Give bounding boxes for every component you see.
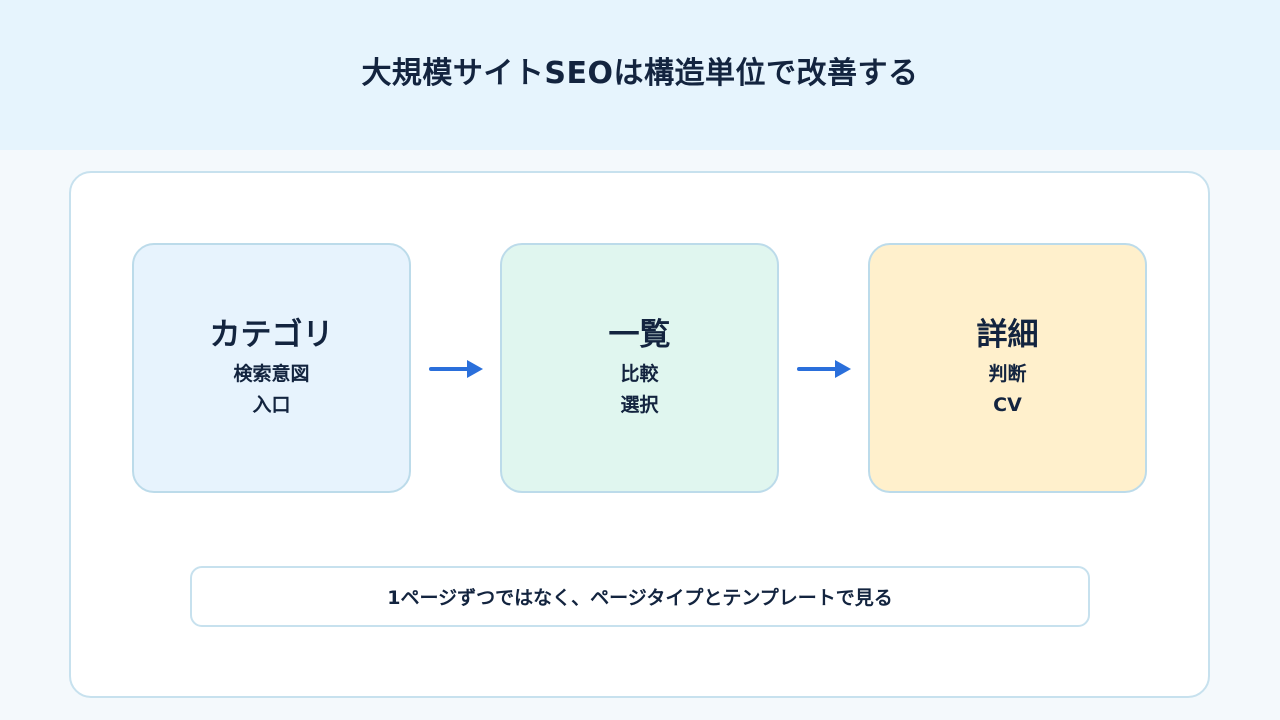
step-card-list: 一覧 比較 選択 (500, 243, 779, 493)
step-line: CV (993, 394, 1022, 416)
step-line: 選択 (620, 394, 659, 416)
summary-note: 1ページずつではなく、ページタイプとテンプレートで見る (190, 566, 1090, 627)
arrow-right-icon (429, 359, 485, 379)
step-line: 検索意図 (233, 363, 310, 385)
step-title: カテゴリ (209, 317, 334, 353)
step-title: 一覧 (608, 317, 671, 353)
step-card-category: カテゴリ 検索意図 入口 (132, 243, 411, 493)
summary-note-text: 1ページずつではなく、ページタイプとテンプレートで見る (387, 587, 893, 609)
step-card-detail: 詳細 判断 CV (868, 243, 1147, 493)
step-line: 比較 (620, 363, 659, 385)
arrow-right-icon (797, 359, 853, 379)
step-line: 入口 (252, 394, 291, 416)
step-line: 判断 (988, 363, 1027, 385)
header-band: 大規模サイトSEOは構造単位で改善する (0, 0, 1280, 150)
page-title: 大規模サイトSEOは構造単位で改善する (361, 56, 919, 91)
step-title: 詳細 (976, 317, 1039, 353)
